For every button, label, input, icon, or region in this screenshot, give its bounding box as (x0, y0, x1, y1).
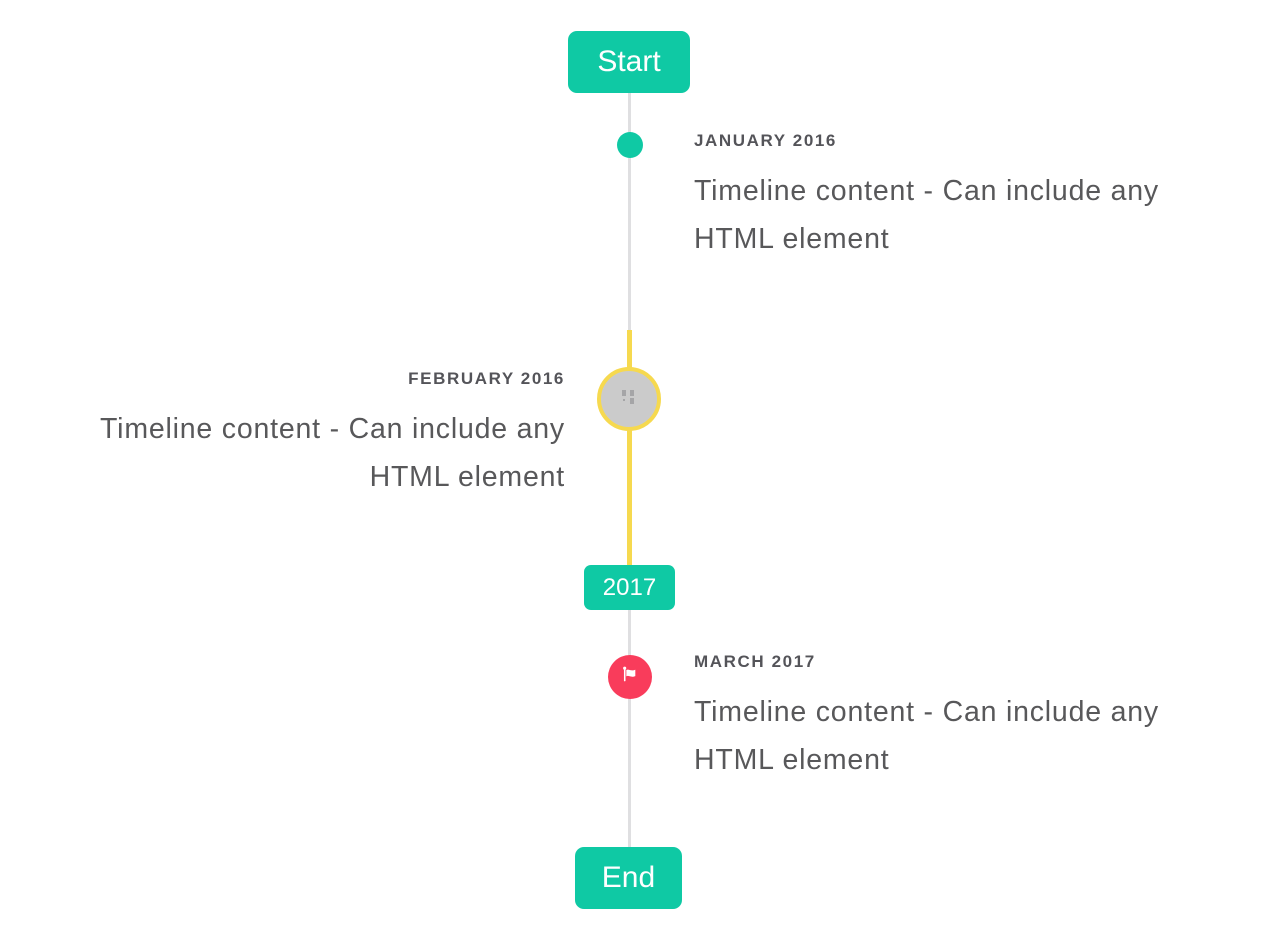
year-flag-badge-2017[interactable]: 2017 (584, 565, 675, 610)
timeline-item-february-2016: FEBRUARY 2016 Timeline content - Can inc… (45, 368, 565, 501)
timeline-item-march-2017: MARCH 2017 Timeline content - Can includ… (694, 651, 1214, 784)
item-title: FEBRUARY 2016 (408, 369, 565, 388)
start-flag-badge[interactable]: Start (568, 31, 690, 93)
timeline-rail-segment-highlighted (627, 330, 632, 566)
timeline-item-january-2016: JANUARY 2016 Timeline content - Can incl… (694, 130, 1214, 263)
marker-dot-january-2016 (617, 132, 643, 158)
timeline-rail-segment-bottom (628, 609, 631, 849)
flag-icon (619, 664, 641, 691)
marker-avatar-february-2016 (597, 367, 661, 431)
end-flag-badge[interactable]: End (575, 847, 682, 909)
item-content: Timeline content - Can include any HTML … (100, 413, 565, 493)
item-content: Timeline content - Can include any HTML … (694, 696, 1159, 776)
timeline-rail-segment-top (628, 92, 631, 332)
item-title: MARCH 2017 (694, 652, 816, 671)
item-content: Timeline content - Can include any HTML … (694, 175, 1159, 255)
item-title: JANUARY 2016 (694, 131, 837, 150)
broken-image-icon (619, 388, 639, 411)
marker-flag-march-2017 (608, 655, 652, 699)
